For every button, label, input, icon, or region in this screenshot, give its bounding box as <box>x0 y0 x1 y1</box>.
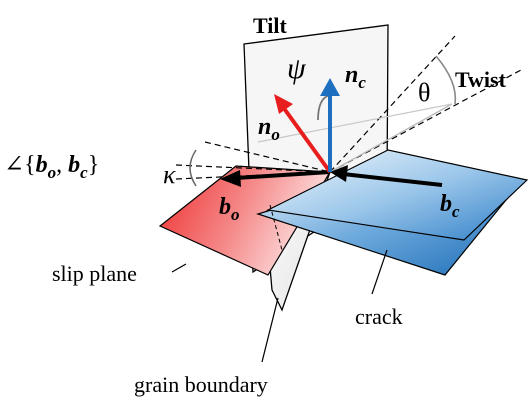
angle-prefix: ∠{ <box>4 152 36 178</box>
b-o-subscript: o <box>231 205 240 224</box>
b-o-arrowhead <box>220 170 241 187</box>
b-c-subscript: c <box>452 202 460 221</box>
b-o-arrow <box>235 170 331 180</box>
n-o-subscript: o <box>271 125 280 144</box>
b-c-label: bc <box>440 191 460 221</box>
angle-close-brace: } <box>88 152 100 178</box>
slip-plane-label: slip plane <box>52 261 137 286</box>
angle-b-o-base: b <box>36 152 48 178</box>
twist-reference-line-2 <box>329 69 522 173</box>
angle-b-c-subscript: c <box>80 163 88 182</box>
projection-line <box>329 103 453 173</box>
crack-label: crack <box>355 304 403 329</box>
angle-b-c-base: b <box>68 152 80 178</box>
n-c-label: nc <box>345 62 366 92</box>
n-c-arrowhead <box>320 78 340 96</box>
kappa-reference-line <box>175 164 331 173</box>
slip-plane-pointer <box>171 263 187 273</box>
kappa-label: κ <box>163 160 176 189</box>
n-o-label: no <box>258 114 280 144</box>
n-o-arrow <box>281 105 332 174</box>
theta-label: θ <box>418 78 430 107</box>
b-c-base: b <box>440 191 452 217</box>
crack-upper-sheet <box>266 149 529 241</box>
n-o-base: n <box>258 114 271 140</box>
b-o-label: bo <box>219 194 240 224</box>
b-c-arrowhead <box>330 165 348 182</box>
kappa-reference-line-2 <box>175 171 331 180</box>
grain-boundary-dashed-edge <box>269 204 283 251</box>
twist-reference-line <box>329 35 456 173</box>
b-o-base: b <box>219 194 231 220</box>
twist-label: Twist <box>455 67 507 92</box>
psi-label: ψ <box>287 52 307 85</box>
kappa-reference-line-3 <box>204 141 331 173</box>
grain-boundary-label: grain boundary <box>134 372 268 397</box>
grain-boundary-pointer <box>261 297 279 363</box>
projection-line-2 <box>257 103 453 143</box>
n-o-arrowhead <box>274 94 293 114</box>
kappa-angle-arc <box>189 149 197 187</box>
n-c-base: n <box>345 62 358 88</box>
tilt-label: Tilt <box>253 13 288 38</box>
crack-pointer <box>371 249 388 295</box>
angle-b-o-b-c-label: ∠{bo, bc} <box>4 152 99 182</box>
b-c-arrow <box>342 172 443 187</box>
n-c-subscript: c <box>358 73 366 92</box>
twist-angle-arc <box>435 55 457 105</box>
angle-comma: , <box>56 152 68 178</box>
angle-b-o-subscript: o <box>48 163 57 182</box>
